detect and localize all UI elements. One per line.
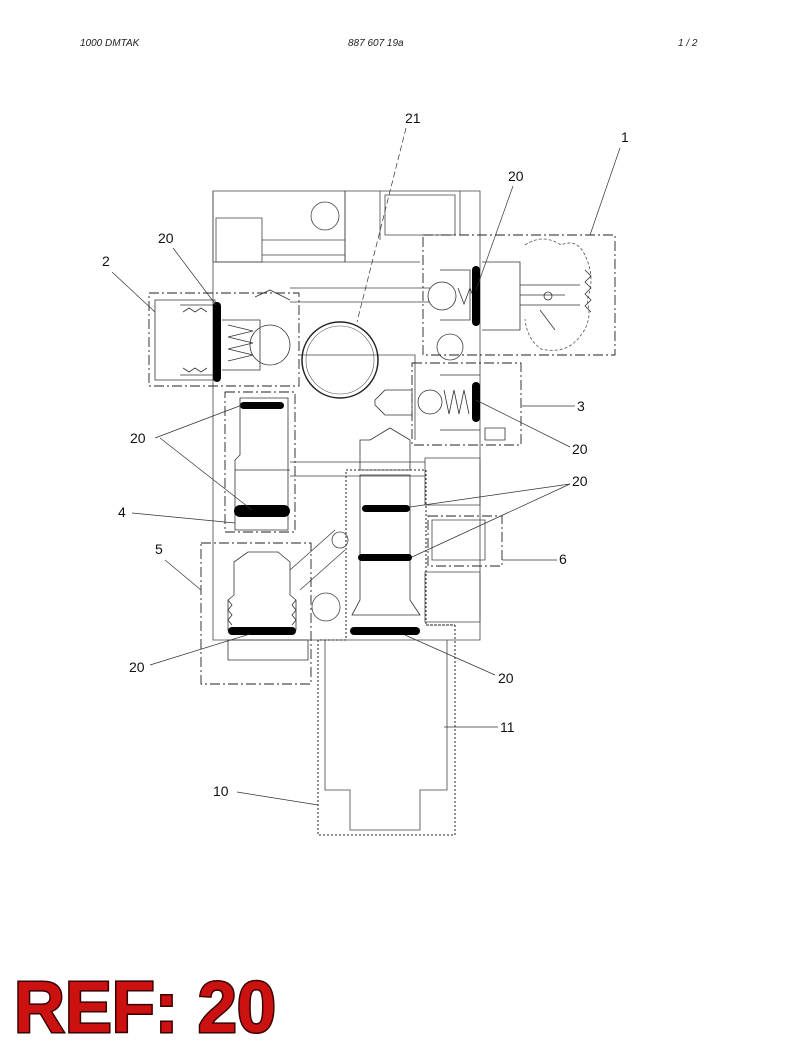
plug-5 (227, 551, 309, 661)
assembly-box-2 (148, 292, 300, 387)
central-spool (351, 427, 421, 616)
callout-4: 4 (118, 504, 126, 520)
assembly-box-6 (427, 515, 503, 567)
callout-20-right-middle: 20 (572, 473, 588, 489)
ball-21 (301, 321, 379, 399)
seal-20-spool-lower (350, 627, 420, 635)
callout-3: 3 (577, 398, 585, 414)
cartridge-2 (154, 289, 291, 381)
callout-21: 21 (405, 110, 421, 126)
seal-20-cartridge-2 (213, 302, 221, 382)
ball-21-inner (305, 325, 375, 395)
callout-5: 5 (155, 541, 163, 557)
callout-20-left: 20 (130, 430, 146, 446)
seal-20-plug-5 (228, 627, 296, 635)
valve-body-outline (212, 190, 486, 831)
assembly-box-1 (422, 234, 616, 356)
assembly-box-3 (411, 362, 522, 446)
cartridge-3 (374, 374, 506, 441)
knob-serration (584, 269, 592, 313)
knob-outline (524, 238, 592, 351)
callout-1: 1 (621, 129, 629, 145)
assembly-box-4 (224, 391, 296, 533)
callout-2: 2 (102, 253, 110, 269)
assembly-box-10 (317, 469, 456, 836)
callout-20-right-upper: 20 (572, 441, 588, 457)
callout-20-top-left: 20 (158, 230, 174, 246)
callout-11: 11 (500, 719, 515, 735)
seal-20-spool-4-top (240, 402, 284, 409)
header-model: 1000 DMTAK (80, 38, 140, 49)
seal-20-spool-middle (358, 554, 412, 561)
callout-6: 6 (559, 551, 567, 567)
leader-lines (111, 127, 621, 806)
callout-20-bottom-left: 20 (129, 659, 145, 675)
spool-4 (234, 397, 290, 531)
callout-10: 10 (213, 783, 229, 799)
ref-label: REF: 20 (14, 968, 276, 1040)
seal-20-cartridge-3 (472, 382, 480, 422)
seal-20-cartridge-1 (472, 266, 480, 326)
dotted-outlines (317, 469, 456, 836)
seal-20-spool-upper (362, 505, 410, 512)
seal-20-spool-4-bottom (234, 505, 290, 517)
assembly-box-5 (200, 542, 312, 685)
assembly-outlines (148, 234, 616, 685)
ref-label-graphic: REF: 20 (13, 968, 278, 1040)
header-part-number: 887 607 19a (348, 38, 404, 49)
cartridge-1 (427, 261, 580, 331)
callout-20-bottom-right: 20 (498, 670, 514, 686)
callout-20-top-right: 20 (508, 168, 524, 184)
header-page-number: 1 / 2 (678, 38, 698, 49)
